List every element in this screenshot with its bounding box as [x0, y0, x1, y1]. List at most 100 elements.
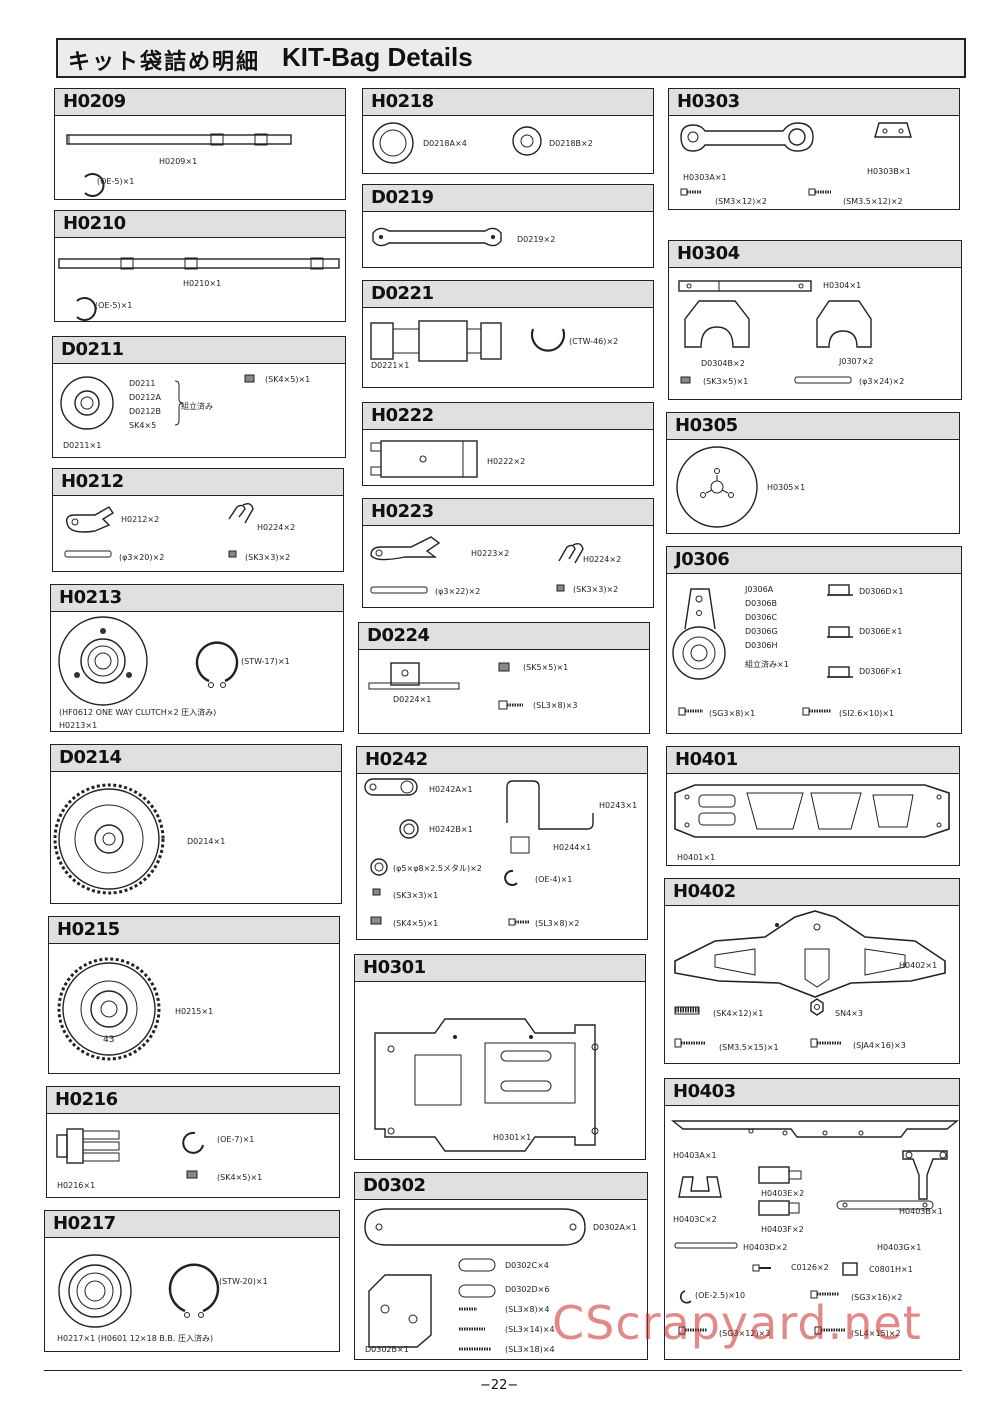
part-code: H0401	[675, 749, 738, 770]
part-drawing-shaft	[66, 133, 292, 197]
part-drawing-plates-screws	[364, 1208, 586, 1351]
part-label: J0306A	[745, 585, 774, 594]
part-label: H0215×1	[175, 1007, 214, 1016]
part-label: D0306B	[745, 599, 778, 608]
panel-J0306: J0306 J0306A D0306B D0306C D0306G D0306H…	[666, 546, 962, 734]
part-drawing-spur-gear	[57, 957, 161, 1061]
part-label: (SM3.5×12)×2	[843, 197, 903, 206]
part-code: J0306	[675, 549, 730, 570]
part-label: D0214×1	[187, 837, 226, 846]
panel-H0401: H0401 H0401×1	[666, 746, 960, 866]
part-label: (OE-7)×1	[217, 1135, 255, 1144]
panel-D0224: D0224 (SK5×5)×1 D0224×1 (SL3×8)×3	[358, 622, 650, 734]
panel-D0221: D0221 (CTW-46)×2 D0221×1	[362, 280, 654, 388]
part-label: (SM3×12)×2	[715, 197, 767, 206]
part-label: H0222×2	[487, 457, 526, 466]
part-code: D0211	[61, 339, 124, 360]
part-label: (STW-20)×1	[219, 1277, 268, 1286]
part-label: D0306D×1	[859, 587, 904, 596]
part-label: SN4×3	[835, 1009, 863, 1018]
part-label: H0403C×2	[673, 1215, 717, 1224]
part-label: (OE-4)×1	[535, 875, 573, 884]
part-label: (SK4×5)×1	[265, 375, 311, 384]
panel-H0209: H0209 H0209×1 (OE-5)×1	[54, 88, 346, 200]
part-label: (SL3×8)×4	[505, 1305, 550, 1314]
part-code: D0221	[371, 283, 434, 304]
part-label: H0224×2	[257, 523, 296, 532]
part-label: (SK4×12)×1	[713, 1009, 764, 1018]
panel-D0302: D0302 D0302A×1 D0302C×4 D0302D×6 (SL3×8)…	[354, 1172, 648, 1360]
part-label: 組立済み	[181, 402, 213, 411]
part-drawing-link	[370, 536, 584, 594]
panel-H0217: H0217 (STW-20)×1 H0217×1 (H0601 12×18 B.…	[44, 1210, 340, 1352]
part-label: (SL3×8)×2	[535, 919, 580, 928]
page-title-english: KIT-Bag Details	[282, 42, 473, 72]
part-label: D0219×2	[517, 235, 556, 244]
part-label: (φ3×22)×2	[435, 587, 481, 596]
part-label: (SK3×3)×1	[393, 891, 439, 900]
part-code: D0224	[367, 625, 430, 646]
part-code: H0242	[365, 749, 428, 770]
part-label: D0211	[129, 379, 156, 388]
part-label: C0126×2	[791, 1263, 829, 1272]
part-label: (STW-17)×1	[241, 657, 290, 666]
part-label: 組立済み×1	[745, 660, 789, 669]
part-label: (SK4×5)×1	[393, 919, 439, 928]
part-label: D0304B×2	[701, 359, 745, 368]
part-label: (SL3×8)×3	[533, 701, 578, 710]
panel-H0305: H0305 H0305×1	[666, 412, 960, 534]
part-label: (SL3×18)×4	[505, 1345, 555, 1354]
part-label: (OE-5)×1	[95, 301, 133, 310]
part-label: D0211×1	[63, 441, 102, 450]
part-label: J0307×2	[839, 357, 874, 366]
panel-H0216: H0216 (OE-7)×1 (SK4×5)×1 H0216×1	[46, 1086, 340, 1198]
part-label: H0242B×1	[429, 825, 473, 834]
part-code: H0223	[371, 501, 434, 522]
part-code: H0301	[363, 957, 426, 978]
part-label: D0221×1	[371, 361, 410, 370]
part-label: H0304×1	[823, 281, 862, 290]
part-drawing-plate	[370, 440, 478, 478]
part-drawing-link	[64, 502, 254, 558]
part-label: D0306G	[745, 627, 778, 636]
page-title-bar: キット袋詰め明細 KIT-Bag Details	[56, 38, 966, 78]
part-label: D0302D×6	[505, 1285, 550, 1294]
part-code: H0303	[677, 91, 740, 112]
page-title-japanese: キット袋詰め明細	[68, 49, 261, 74]
part-drawing-washers	[372, 122, 542, 164]
part-drawing-mount	[368, 662, 523, 710]
panel-H0304: H0304 H0304×1 D0304B×2 J0307×2 (SK3×5)×1…	[668, 240, 962, 400]
part-drawing-dogbone	[372, 227, 502, 247]
part-drawing-rear-parts	[671, 1120, 959, 1335]
part-drawing-clutch-hub	[58, 616, 239, 706]
part-label: (SM3.5×15)×1	[719, 1043, 779, 1052]
part-label: H0213×1	[59, 721, 98, 730]
part-label: D0212A	[129, 393, 161, 402]
panel-H0215: H0215 H0215×1 43	[48, 916, 340, 1074]
part-label: H0212×2	[121, 515, 160, 524]
part-code: H0304	[677, 243, 740, 264]
part-code: H0215	[57, 919, 120, 940]
part-label: (SK3×3)×2	[573, 585, 619, 594]
part-drawing-chassis-plate	[374, 1018, 599, 1152]
part-label: (SG3×16)×2	[851, 1293, 903, 1302]
part-label: H0223×2	[471, 549, 510, 558]
part-label: H0305×1	[767, 483, 806, 492]
part-label: (SK5×5)×1	[523, 663, 569, 672]
part-label: H0303B×1	[867, 167, 911, 176]
part-label: H0403D×2	[743, 1243, 788, 1252]
part-label: (OE-2.5)×10	[695, 1291, 746, 1300]
part-drawing-mounts	[678, 280, 872, 384]
part-code: D0219	[371, 187, 434, 208]
part-label: H0244×1	[553, 843, 592, 852]
part-label: D0306H	[745, 641, 778, 650]
panel-H0213: H0213 (STW-17)×1 (HF0612 ONE WAY CLUTCH×…	[50, 584, 344, 732]
part-label: D0302B×1	[365, 1345, 409, 1354]
part-drawing-linkage-set	[364, 778, 594, 926]
part-code: D0302	[363, 1175, 426, 1196]
part-drawing-cup-joint	[370, 320, 566, 362]
panel-D0219: D0219 D0219×2	[362, 184, 654, 268]
part-drawing-servo-saver	[672, 584, 853, 716]
part-drawing-disc	[676, 446, 758, 528]
part-label: H0242A×1	[429, 785, 473, 794]
